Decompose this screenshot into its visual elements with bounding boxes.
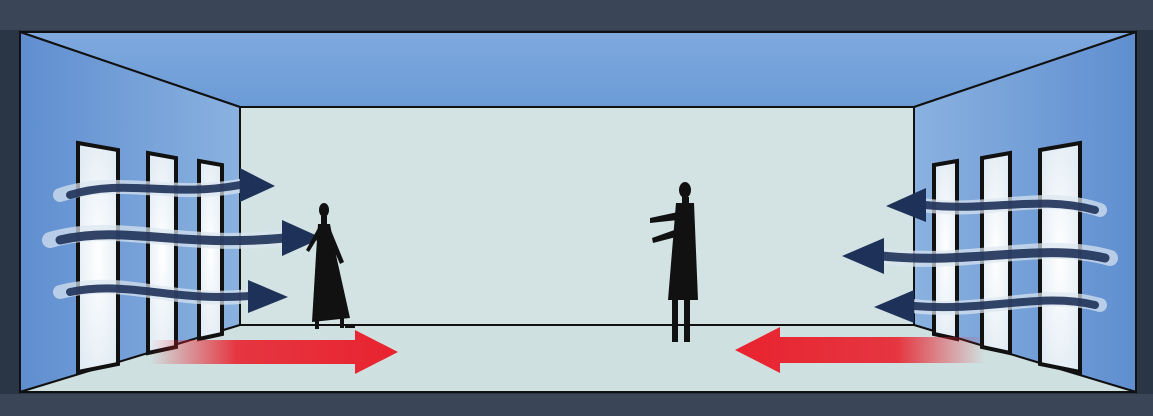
bottom-beam <box>0 394 1153 416</box>
top-beam <box>0 0 1153 30</box>
left-windows <box>78 143 222 372</box>
window-left-1 <box>78 143 118 372</box>
